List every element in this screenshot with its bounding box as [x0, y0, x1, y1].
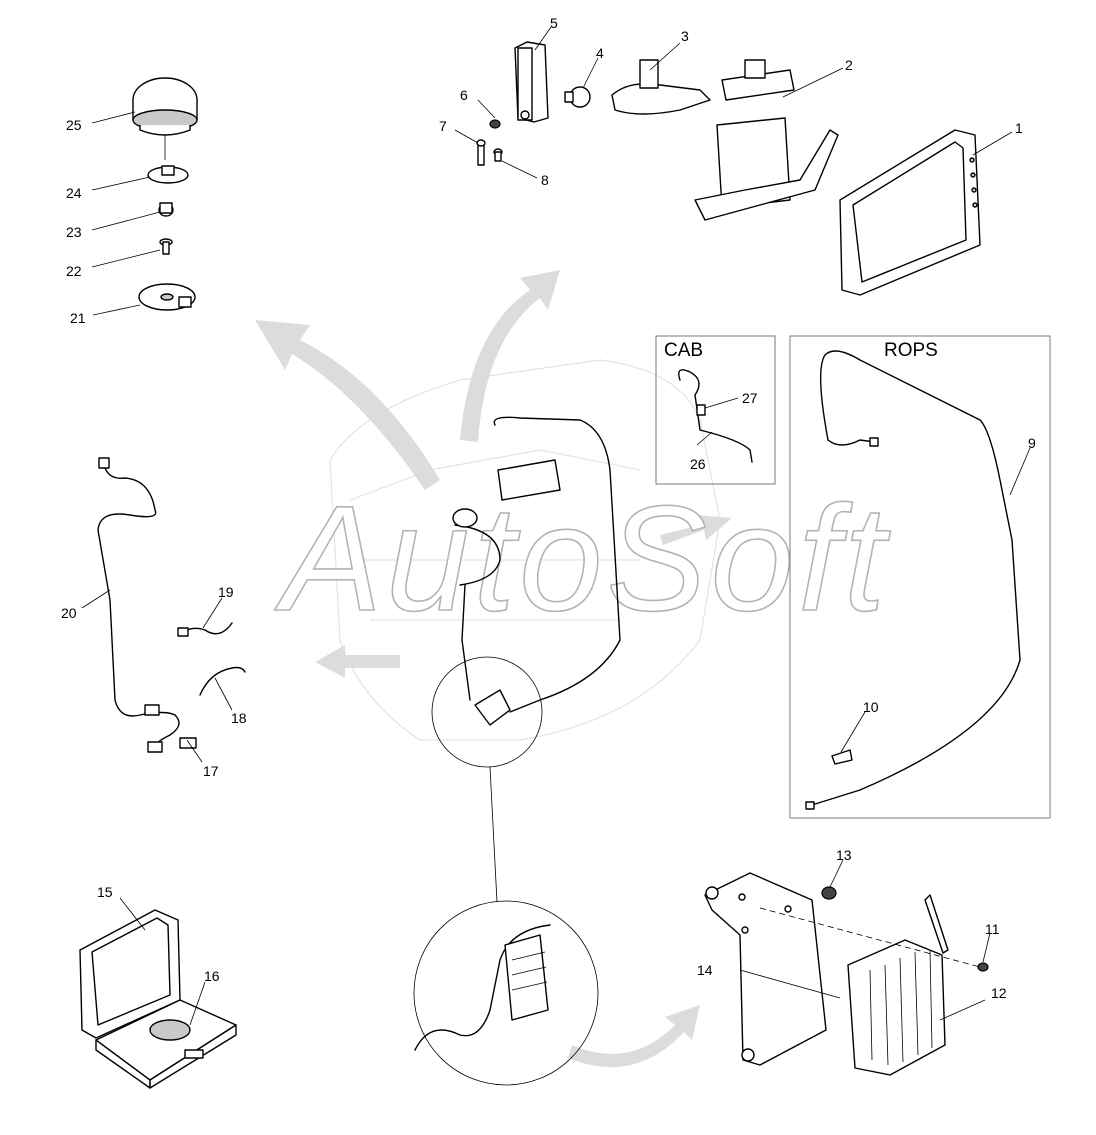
callout-10: 10: [863, 699, 879, 715]
callout-11: 11: [985, 921, 1000, 937]
callout-8: 8: [541, 172, 549, 188]
callout-19: 19: [218, 584, 234, 600]
callout-14: 14: [697, 962, 713, 978]
rops-section: ROPS: [789, 335, 1051, 819]
cab-section: CAB: [655, 335, 776, 485]
callout-18: 18: [231, 710, 247, 726]
callout-25: 25: [66, 117, 82, 133]
callout-2: 2: [845, 57, 853, 73]
callout-20: 20: [61, 605, 77, 621]
callout-24: 24: [66, 185, 82, 201]
callout-7: 7: [439, 118, 447, 134]
central-harness: [452, 416, 621, 726]
callout-15: 15: [97, 884, 113, 900]
display-mount-assembly: [476, 41, 839, 221]
callout-numbers: 1 2 3 4 5 6 7 8 9 10 11 12 13 14 15 16 1…: [61, 15, 1036, 1001]
callout-17: 17: [203, 763, 219, 779]
callout-3: 3: [681, 28, 689, 44]
callout-1: 1: [1015, 120, 1023, 136]
callout-22: 22: [66, 263, 82, 279]
gps-receiver-stack: [132, 77, 198, 311]
callout-5: 5: [550, 15, 558, 31]
leader-lines: [81, 26, 1031, 1026]
wiring-harness-kit: [97, 457, 246, 753]
tablet-display: [839, 129, 981, 296]
callout-4: 4: [596, 45, 604, 61]
callout-13: 13: [836, 847, 852, 863]
rops-title: ROPS: [884, 340, 938, 361]
callout-16: 16: [204, 968, 220, 984]
callout-27: 27: [742, 390, 758, 406]
zoom-circles: [413, 656, 599, 1086]
watermark: AutoSoft: [274, 474, 891, 642]
callout-23: 23: [66, 224, 82, 240]
callout-21: 21: [70, 310, 86, 326]
callout-9: 9: [1028, 435, 1036, 451]
cab-title: CAB: [664, 340, 703, 361]
callout-12: 12: [991, 985, 1007, 1001]
controller-bracket-assembly: [704, 872, 989, 1076]
callout-26: 26: [690, 456, 706, 472]
direction-arrows: [255, 270, 732, 1068]
callout-6: 6: [460, 87, 468, 103]
carry-case: [79, 909, 237, 1089]
